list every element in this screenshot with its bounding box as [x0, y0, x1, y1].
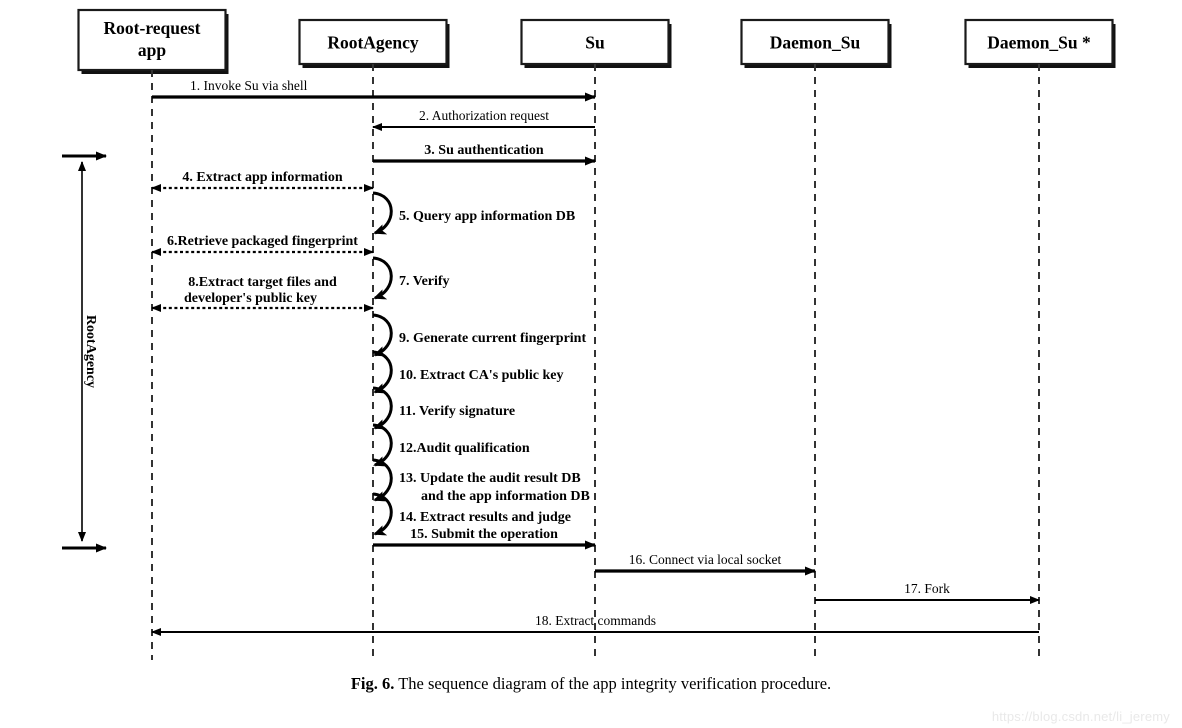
lifeline-box[interactable] — [740, 18, 890, 66]
span-label: RootAgency — [83, 315, 98, 388]
message-label: 5. Query app information DB — [399, 209, 575, 224]
lifeline-label: Root-request — [104, 18, 201, 38]
message-6[interactable]: 6.Retrieve packaged fingerprint — [151, 234, 374, 256]
self-message-arrow — [372, 386, 393, 430]
message-13[interactable]: 13. Update the audit result DB and the ap… — [372, 458, 590, 504]
self-message-arrow — [372, 492, 393, 536]
lifeline-agency[interactable]: RootAgency — [298, 18, 450, 660]
message-label: 6.Retrieve packaged fingerprint — [167, 234, 358, 249]
message-2[interactable]: 2. Authorization request — [372, 108, 595, 131]
message-18[interactable]: 18. Extract commands — [151, 613, 1039, 636]
message-label: 1. Invoke Su via shell — [190, 78, 308, 93]
message-1[interactable]: 1. Invoke Su via shell — [152, 78, 596, 102]
message-group: 1. Invoke Su via shell 2. Authorization r… — [151, 78, 1040, 636]
rootagency-span-bracket: RootAgency — [62, 151, 107, 553]
message-label: 9. Generate current fingerprint — [399, 331, 586, 346]
message-label: 14. Extract results and judge — [399, 510, 571, 525]
self-message-arrow — [372, 256, 393, 300]
message-label: and the app information DB — [421, 489, 590, 504]
message-label: 3. Su authentication — [424, 143, 544, 158]
message-label: 2. Authorization request — [419, 108, 549, 123]
message-label: 11. Verify signature — [399, 404, 515, 419]
message-17[interactable]: 17. Fork — [815, 581, 1040, 604]
self-message-arrow — [372, 350, 393, 394]
message-15[interactable]: 15. Submit the operation — [373, 527, 596, 550]
message-5[interactable]: 5. Query app information DB — [372, 191, 575, 235]
message-7[interactable]: 7. Verify — [372, 256, 450, 300]
lifeline-label: app — [138, 40, 166, 60]
lifeline-label: RootAgency — [327, 33, 419, 53]
message-label: 4. Extract app information — [182, 170, 342, 185]
figure-caption-text: The sequence diagram of the app integrit… — [398, 674, 832, 693]
message-label: 12.Audit qualification — [399, 441, 530, 456]
watermark: https://blog.csdn.net/li_jeremy — [991, 709, 1170, 724]
lifeline-box[interactable] — [520, 18, 670, 66]
lifeline-box[interactable] — [298, 18, 448, 66]
self-message-arrow — [372, 313, 393, 357]
lifeline-box[interactable] — [77, 8, 227, 72]
message-12[interactable]: 12.Audit qualification — [372, 423, 530, 467]
message-label: 18. Extract commands — [535, 613, 656, 628]
message-3[interactable]: 3. Su authentication — [373, 143, 596, 166]
lifeline-su[interactable]: Su — [520, 18, 672, 660]
message-label: 15. Submit the operation — [410, 527, 558, 542]
message-label: 10. Extract CA's public key — [399, 368, 564, 383]
lifeline-daemonstar[interactable]: Daemon_Su * — [964, 18, 1116, 660]
lifeline-daemon[interactable]: Daemon_Su — [740, 18, 892, 660]
message-16[interactable]: 16. Connect via local socket — [595, 552, 816, 576]
self-message-arrow — [372, 191, 393, 235]
message-label: 8.Extract target files and — [188, 275, 337, 290]
message-label: developer's public key — [184, 291, 317, 306]
lifeline-box[interactable] — [964, 18, 1114, 66]
message-10[interactable]: 10. Extract CA's public key — [372, 350, 564, 394]
lifeline-label: Daemon_Su * — [987, 33, 1091, 53]
message-14[interactable]: 14. Extract results and judge — [372, 492, 571, 536]
message-label: 16. Connect via local socket — [629, 552, 782, 567]
message-11[interactable]: 11. Verify signature — [372, 386, 515, 430]
message-label: 13. Update the audit result DB — [399, 471, 581, 486]
message-9[interactable]: 9. Generate current fingerprint — [372, 313, 586, 357]
figure-caption: Fig. 6. The sequence diagram of the app … — [0, 674, 1182, 694]
message-4[interactable]: 4. Extract app information — [151, 170, 374, 192]
lifeline-label: Daemon_Su — [770, 33, 861, 53]
figure-number: Fig. 6. — [350, 674, 395, 693]
message-label: 7. Verify — [399, 274, 450, 289]
message-label: 17. Fork — [904, 581, 950, 596]
lifeline-label: Su — [585, 33, 605, 53]
